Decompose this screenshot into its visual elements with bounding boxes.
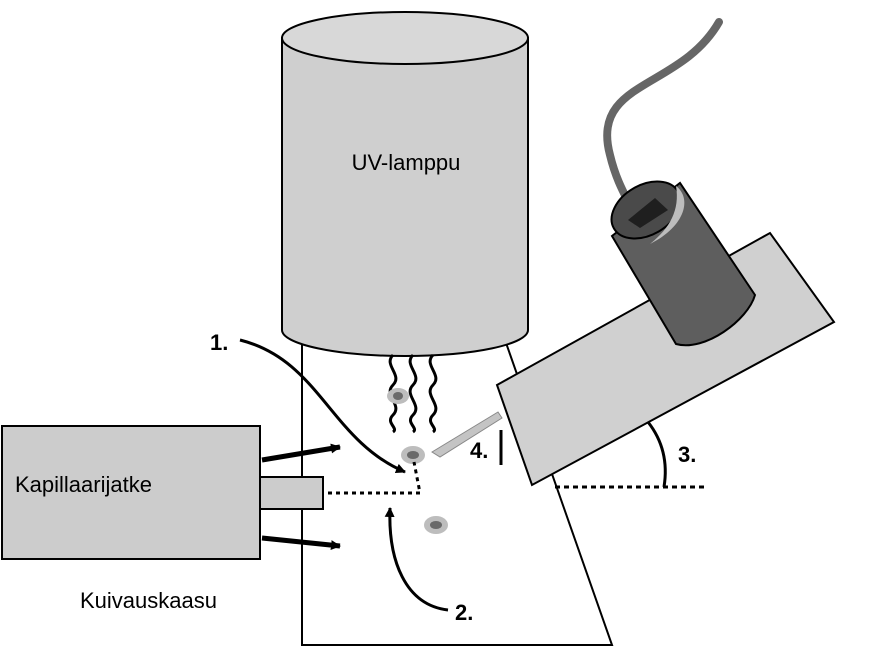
emitter-aperture (628, 198, 668, 228)
sample-spot (401, 446, 425, 464)
label-4: 4. (470, 438, 488, 463)
label-1: 1. (210, 330, 228, 355)
emitter-cable (603, 18, 723, 209)
drying-gas-arrow (261, 443, 341, 463)
label-2: 2. (455, 600, 473, 625)
emitter (603, 18, 757, 347)
arrow-2 (384, 507, 449, 612)
uv-lamp: UV-lamppu (281, 11, 529, 357)
uv-lamp-label: UV-lamppu (352, 150, 461, 175)
sample-spot (387, 388, 409, 404)
uv-lamp-top (281, 11, 529, 65)
arrow-1 (239, 338, 406, 474)
sample-spot (424, 516, 448, 534)
ion-plume (431, 411, 503, 458)
angle-arc (646, 421, 667, 488)
uv-lamp-body (281, 37, 529, 357)
capillary-tube (259, 476, 324, 510)
drying-gas-label: Kuivauskaasu (80, 588, 217, 613)
capillary-axis-dotted (328, 461, 422, 495)
uv-wave-2 (408, 353, 418, 434)
emitter-rim (650, 186, 685, 244)
capillary-extension: Kapillaarijatke (1, 425, 324, 560)
label-3: 3. (678, 442, 696, 467)
uv-wave-3 (428, 353, 438, 434)
drying-gas-arrow (261, 535, 341, 551)
capillary-label: Kapillaarijatke (15, 472, 152, 497)
capillary-body (1, 425, 261, 560)
